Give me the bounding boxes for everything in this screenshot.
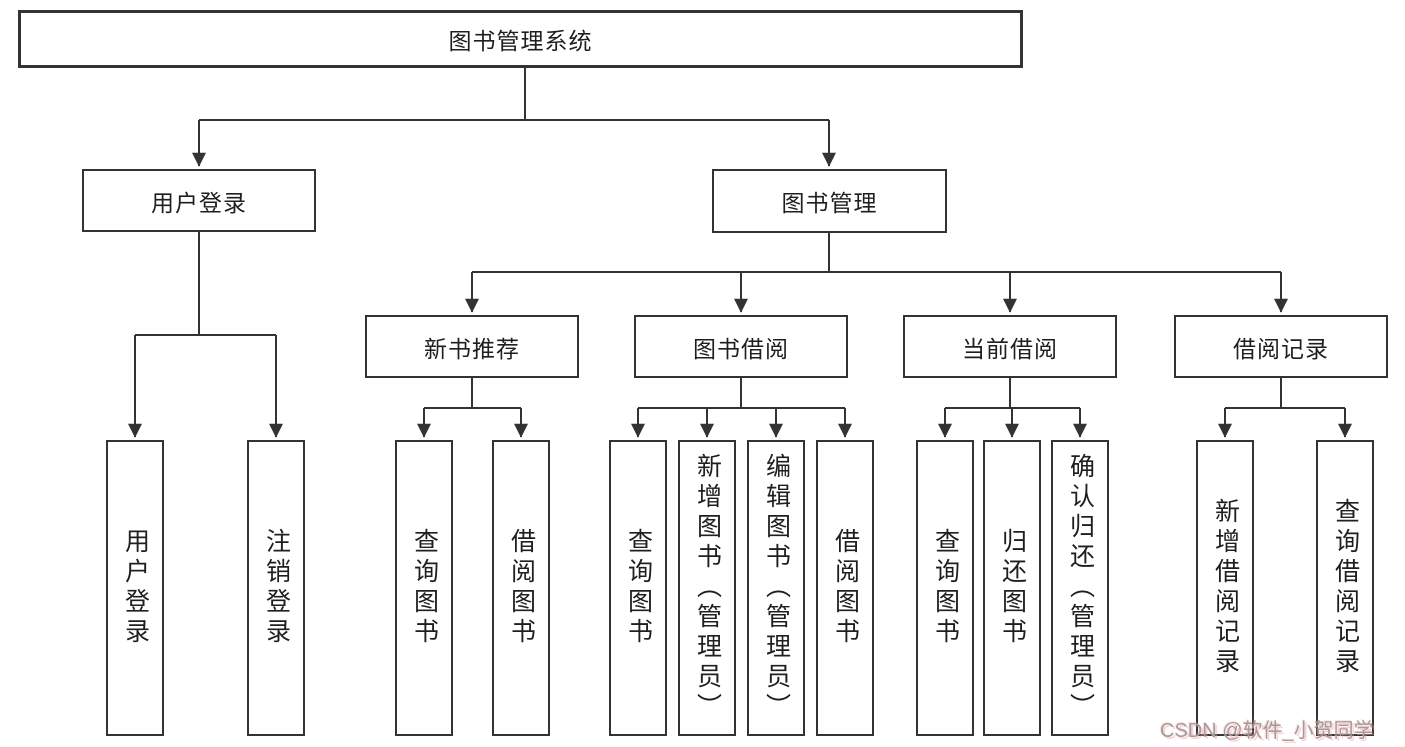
node-root-system: 图书管理系统 [18,10,1023,68]
leaf-br-query-record: 查询借阅记录 [1316,440,1374,736]
connector-arrows [128,120,1352,438]
node-new-book-recommend: 新书推荐 [365,315,579,378]
leaf-nbr-borrow-books: 借阅图书 [492,440,550,736]
leaf-cb-confirm-return-admin: 确认归还（管理员） [1051,440,1109,736]
node-book-borrowing: 图书借阅 [634,315,848,378]
node-current-borrowing: 当前借阅 [903,315,1117,378]
node-book-management: 图书管理 [712,169,947,233]
leaf-nbr-query-books: 查询图书 [395,440,453,736]
leaf-cb-query-books: 查询图书 [916,440,974,736]
leaf-bb-query-books: 查询图书 [609,440,667,736]
leaf-bb-borrow-books: 借阅图书 [816,440,874,736]
connector-trunks [135,68,1345,409]
leaf-bb-edit-books-admin: 编辑图书（管理员） [747,440,805,736]
leaf-bb-add-books-admin: 新增图书（管理员） [678,440,736,736]
csdn-watermark: CSDN @软件_小贺同学 [1160,720,1374,742]
leaf-br-add-record: 新增借阅记录 [1196,440,1254,736]
leaf-logout: 注销登录 [247,440,305,736]
node-user-login: 用户登录 [82,169,316,232]
leaf-cb-return-books: 归还图书 [983,440,1041,736]
node-borrowing-records: 借阅记录 [1174,315,1388,378]
leaf-user-login: 用户登录 [106,440,164,736]
